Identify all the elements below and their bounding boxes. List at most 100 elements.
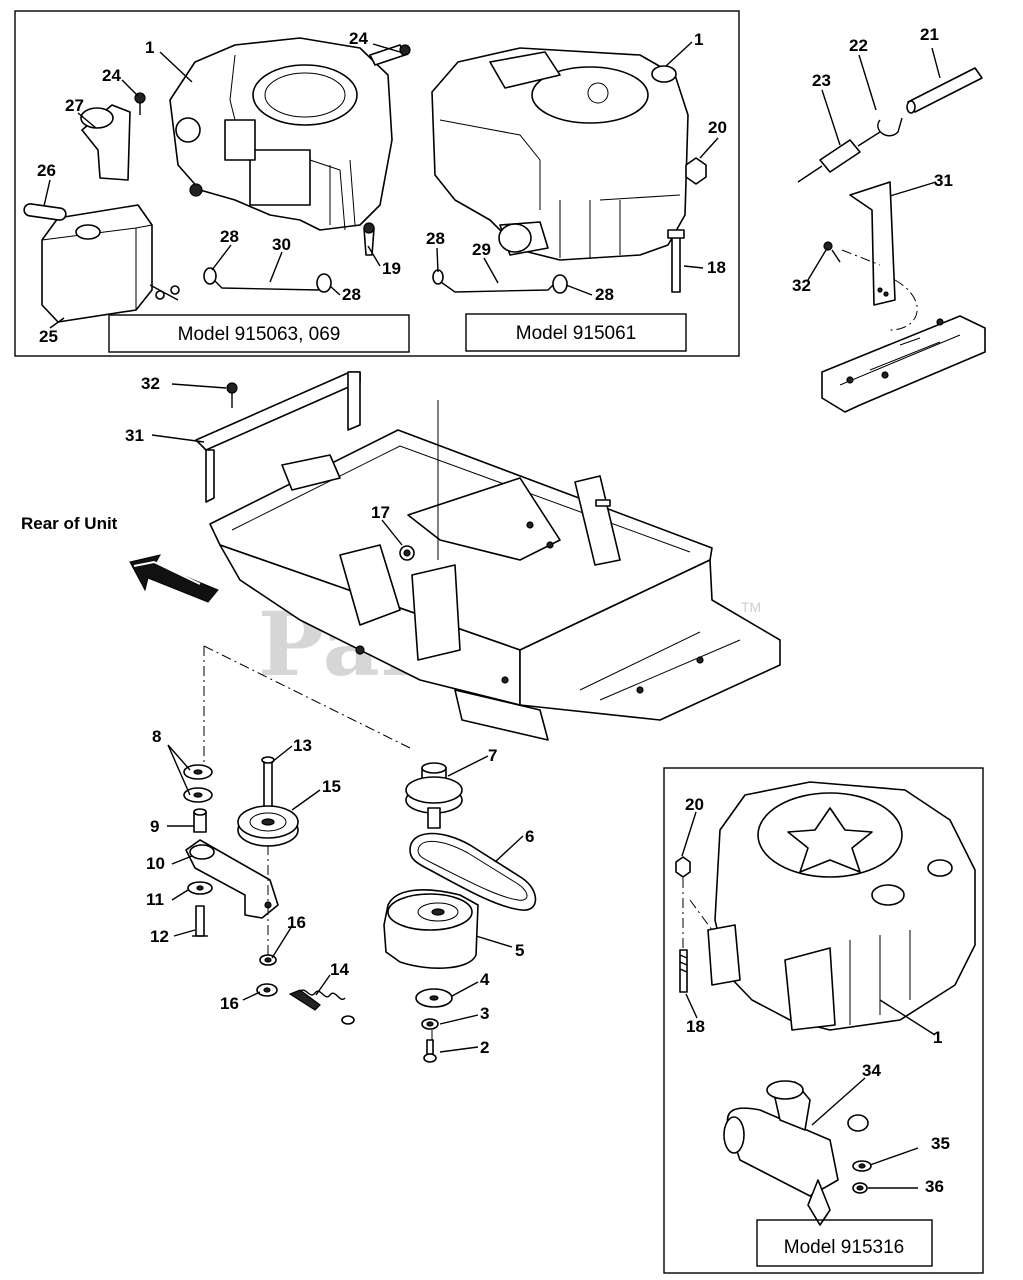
watermark-trademark: TM <box>741 599 761 615</box>
callout-10: 10 <box>146 854 165 873</box>
callout-27: 27 <box>65 96 84 115</box>
fuel-line-part-29 <box>432 269 568 294</box>
idler-pulley-part-15 <box>237 805 299 847</box>
assembly-line-upper-right <box>841 249 918 331</box>
model-label-915061: Model 915061 <box>516 323 636 344</box>
model-box-915316 <box>756 1219 933 1267</box>
bolt-part-24-b <box>369 44 411 66</box>
callout-24: 24 <box>349 29 368 48</box>
callout-28: 28 <box>426 229 445 248</box>
gasket-part-35 <box>847 1114 872 1172</box>
pin-part-12 <box>192 905 208 937</box>
callout-1: 1 <box>933 1028 942 1047</box>
callout-29: 29 <box>472 240 491 259</box>
engine-part-1-c <box>707 781 976 1031</box>
muffler-part-25 <box>41 204 180 323</box>
nut-part-16-b <box>256 983 278 997</box>
callout-16: 16 <box>287 913 306 932</box>
callout-6: 6 <box>525 827 534 846</box>
callout-2: 2 <box>480 1038 489 1057</box>
washer-part-4 <box>415 988 453 1008</box>
callout-31: 31 <box>934 171 953 190</box>
engine-models-inset <box>14 10 740 357</box>
callout-11: 11 <box>146 890 164 909</box>
callout-5: 5 <box>515 941 524 960</box>
belt-part-6 <box>409 832 537 911</box>
callout-31: 31 <box>125 426 144 445</box>
tube-part-21 <box>906 67 983 114</box>
callout-1: 1 <box>145 38 154 57</box>
nut-part-17 <box>399 545 415 561</box>
screw-part-32-a <box>823 241 841 263</box>
bolt-part-24-a <box>134 92 146 115</box>
part-27 <box>80 104 131 181</box>
bolt-part-18-a <box>667 229 685 293</box>
engine-part-1-a <box>169 37 393 231</box>
spacer-part-9 <box>193 808 207 833</box>
callout-30: 30 <box>272 235 291 254</box>
callout-14: 14 <box>330 960 349 979</box>
callout-35: 35 <box>931 1134 950 1153</box>
callout-3: 3 <box>480 1004 489 1023</box>
callout-19: 19 <box>382 259 401 278</box>
callout-17: 17 <box>371 503 390 522</box>
screw-part-32-b <box>226 382 238 408</box>
callout-1: 1 <box>694 30 703 49</box>
leader-lines <box>43 41 941 1189</box>
model-label-915063-069: Model 915063, 069 <box>178 324 341 345</box>
assembly-line-lower-right <box>682 878 713 948</box>
callout-9: 9 <box>150 817 159 836</box>
fuel-line-part-30 <box>203 267 332 293</box>
model-915316-inset <box>663 767 984 1274</box>
part-26 <box>23 203 67 221</box>
spring-part-14 <box>288 989 355 1025</box>
callout-21: 21 <box>920 25 939 44</box>
callout-28: 28 <box>220 227 239 246</box>
assembly-centerline <box>203 645 411 765</box>
callout-32: 32 <box>792 276 811 295</box>
callout-20: 20 <box>685 795 704 814</box>
callout-22: 22 <box>849 36 868 55</box>
engine-part-1-b <box>431 47 689 261</box>
callout-12: 12 <box>150 927 169 946</box>
fitting-part-23 <box>797 131 881 183</box>
model-box-915063 <box>108 314 410 353</box>
tractor-frame <box>209 400 781 741</box>
callout-26: 26 <box>37 161 56 180</box>
callout-labels: 1 1 1 2 3 4 5 6 7 8 9 10 11 12 13 14 15 … <box>37 25 953 1196</box>
callout-24: 24 <box>102 66 121 85</box>
callout-20: 20 <box>708 118 727 137</box>
callout-18: 18 <box>707 258 726 277</box>
clutch-part-5 <box>383 889 479 969</box>
idler-arm-part-10 <box>185 839 279 919</box>
washers-part-8 <box>183 764 213 803</box>
model-box-915061 <box>465 313 687 352</box>
clamp-part-22 <box>877 117 903 137</box>
callout-28: 28 <box>342 285 361 304</box>
washer-part-11 <box>187 881 213 895</box>
callout-36: 36 <box>925 1177 944 1196</box>
callout-7: 7 <box>488 746 497 765</box>
frame-section-upper-right <box>821 315 986 413</box>
callout-4: 4 <box>480 970 490 989</box>
muffler-part-34 <box>723 1080 839 1226</box>
callout-15: 15 <box>322 777 341 796</box>
callout-18: 18 <box>686 1017 705 1036</box>
nut-part-20-b <box>675 856 691 878</box>
arrow-icon <box>129 554 219 603</box>
bolt-part-18-b <box>679 949 688 993</box>
screw-part-19 <box>363 222 375 256</box>
pulley-part-7 <box>405 762 463 829</box>
bracket-part-31-a <box>849 181 896 306</box>
callout-16: 16 <box>220 994 239 1013</box>
callout-28: 28 <box>595 285 614 304</box>
model-label-915316: Model 915316 <box>784 1237 904 1258</box>
callout-23: 23 <box>812 71 831 90</box>
bracket-part-31-b <box>195 371 361 503</box>
callout-34: 34 <box>862 1061 881 1080</box>
callout-13: 13 <box>293 736 312 755</box>
callout-8: 8 <box>152 727 161 746</box>
callout-25: 25 <box>39 327 58 346</box>
nut-part-20-a <box>685 157 707 185</box>
